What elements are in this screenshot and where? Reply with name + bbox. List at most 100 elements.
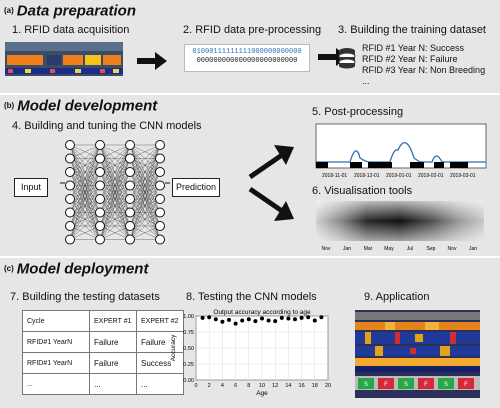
neuron — [65, 153, 75, 164]
x-tick-label: 6 — [234, 383, 237, 389]
data-point — [253, 319, 258, 324]
table-cell: ... — [22, 373, 90, 395]
table-cell: RFID#1 YearN — [22, 352, 90, 374]
data-point — [312, 318, 317, 323]
x-tick-label: 20 — [325, 383, 331, 389]
dataset-line: RFID #2 Year N: Failure — [362, 54, 458, 64]
neuron — [155, 207, 165, 218]
x-tick-label: 10 — [259, 383, 265, 389]
app-block — [398, 378, 414, 389]
data-point — [299, 315, 304, 320]
app-block — [438, 378, 454, 389]
y-axis-label: Accuracy — [170, 334, 177, 361]
neuron — [65, 194, 75, 204]
binary-data-box: 01000111111111000000000000 0000000000000… — [184, 44, 310, 72]
data-point — [246, 317, 251, 322]
rfid-acquisition-image — [5, 42, 123, 82]
app-block-label: S — [364, 382, 368, 388]
training-dataset-list: RFID #1 Year N: Success RFID #2 Year N: … — [362, 43, 485, 87]
neuron — [155, 221, 165, 231]
neuron — [125, 180, 135, 191]
vis-tick: Nov — [322, 246, 331, 252]
step1-label: 1. RFID data acquisition — [12, 24, 130, 36]
vis-tick: Jan — [343, 246, 351, 252]
data-point — [319, 315, 324, 320]
post-tick: 2018-11-01 — [322, 173, 347, 179]
binary-row-2: 000000000000000000000000 — [196, 57, 298, 65]
panel-c-tag: (c) — [4, 264, 14, 274]
neuron — [95, 167, 105, 177]
neuron — [95, 180, 105, 191]
step2-label: 2. RFID data pre-processing — [183, 24, 322, 36]
neural-network-diagram — [60, 140, 170, 245]
post-processing-plot: 2018-11-01 2018-12-01 2019-01-01 2019-02… — [315, 123, 487, 179]
app-block — [418, 378, 434, 389]
vis-tick: Jan — [469, 246, 477, 252]
prediction-box: Prediction — [172, 178, 220, 197]
table-row: ... ... ... — [22, 373, 184, 395]
data-point — [286, 316, 291, 321]
neuron — [155, 180, 165, 191]
step9-label: 9. Application — [364, 291, 430, 303]
neuron — [95, 153, 105, 164]
y-tick-label: 0.25 — [183, 362, 194, 368]
neuron — [65, 167, 75, 177]
app-block-label: F — [384, 382, 388, 388]
x-tick-label: 18 — [312, 383, 318, 389]
app-block-label: F — [464, 382, 468, 388]
data-point — [233, 321, 238, 326]
panel-a-heading: Data preparation — [16, 2, 136, 20]
neuron — [155, 167, 165, 177]
neuron — [65, 180, 75, 191]
vis-tick: Jul — [407, 246, 413, 252]
neuron — [95, 194, 105, 204]
panel-model-development: (b)Model development 4. Building and tun… — [0, 95, 500, 256]
data-point — [306, 315, 311, 320]
table-cell: ... — [136, 373, 184, 395]
app-block-label: S — [404, 382, 408, 388]
neuron — [125, 234, 135, 245]
data-point — [213, 317, 218, 322]
x-tick-label: 2 — [208, 383, 211, 389]
panel-c-heading: Model deployment — [16, 260, 149, 278]
x-tick-label: 8 — [247, 383, 250, 389]
neuron — [155, 140, 165, 150]
vis-tick: Sep — [427, 246, 436, 252]
database-icon — [338, 48, 356, 69]
x-tick-label: 16 — [299, 383, 305, 389]
neuron — [125, 221, 135, 231]
testing-dataset-table: Cycle EXPERT #1 EXPERT #2 RFID#1 YearN F… — [22, 310, 184, 395]
data-point — [260, 316, 264, 321]
neuron — [95, 221, 105, 231]
data-point — [266, 318, 271, 323]
x-tick-label: 0 — [194, 383, 197, 389]
neuron — [155, 194, 165, 204]
post-tick: 2019-01-01 — [386, 173, 412, 179]
y-tick-label: 0.75 — [183, 330, 194, 336]
neuron — [95, 234, 105, 245]
step7-label: 7. Building the testing datasets — [10, 291, 160, 303]
table-cell: RFID#1 YearN — [22, 331, 90, 353]
data-point — [273, 319, 278, 324]
neuron — [95, 140, 105, 150]
table-cell: ... — [89, 373, 137, 395]
neuron — [125, 140, 135, 150]
neuron — [125, 167, 135, 177]
dataset-line: RFID #1 Year N: Success — [362, 43, 465, 53]
chart-title: Output accuracy according to age — [213, 309, 311, 316]
table-header-cell: Cycle — [22, 310, 90, 332]
y-tick-label: 1.00 — [183, 314, 194, 320]
vis-tick: May — [384, 246, 394, 252]
panel-b-title: (b)Model development — [4, 97, 157, 115]
panel-b-tag: (b) — [4, 101, 15, 111]
neuron — [95, 207, 105, 218]
y-tick-label: 0.50 — [183, 346, 194, 352]
diagonal-arrows-icon — [248, 145, 294, 221]
step8-label: 8. Testing the CNN models — [186, 291, 317, 303]
table-cell: Failure — [89, 331, 137, 353]
step5-label: 5. Post-processing — [312, 106, 404, 118]
step4-label: 4. Building and tuning the CNN models — [12, 120, 202, 132]
